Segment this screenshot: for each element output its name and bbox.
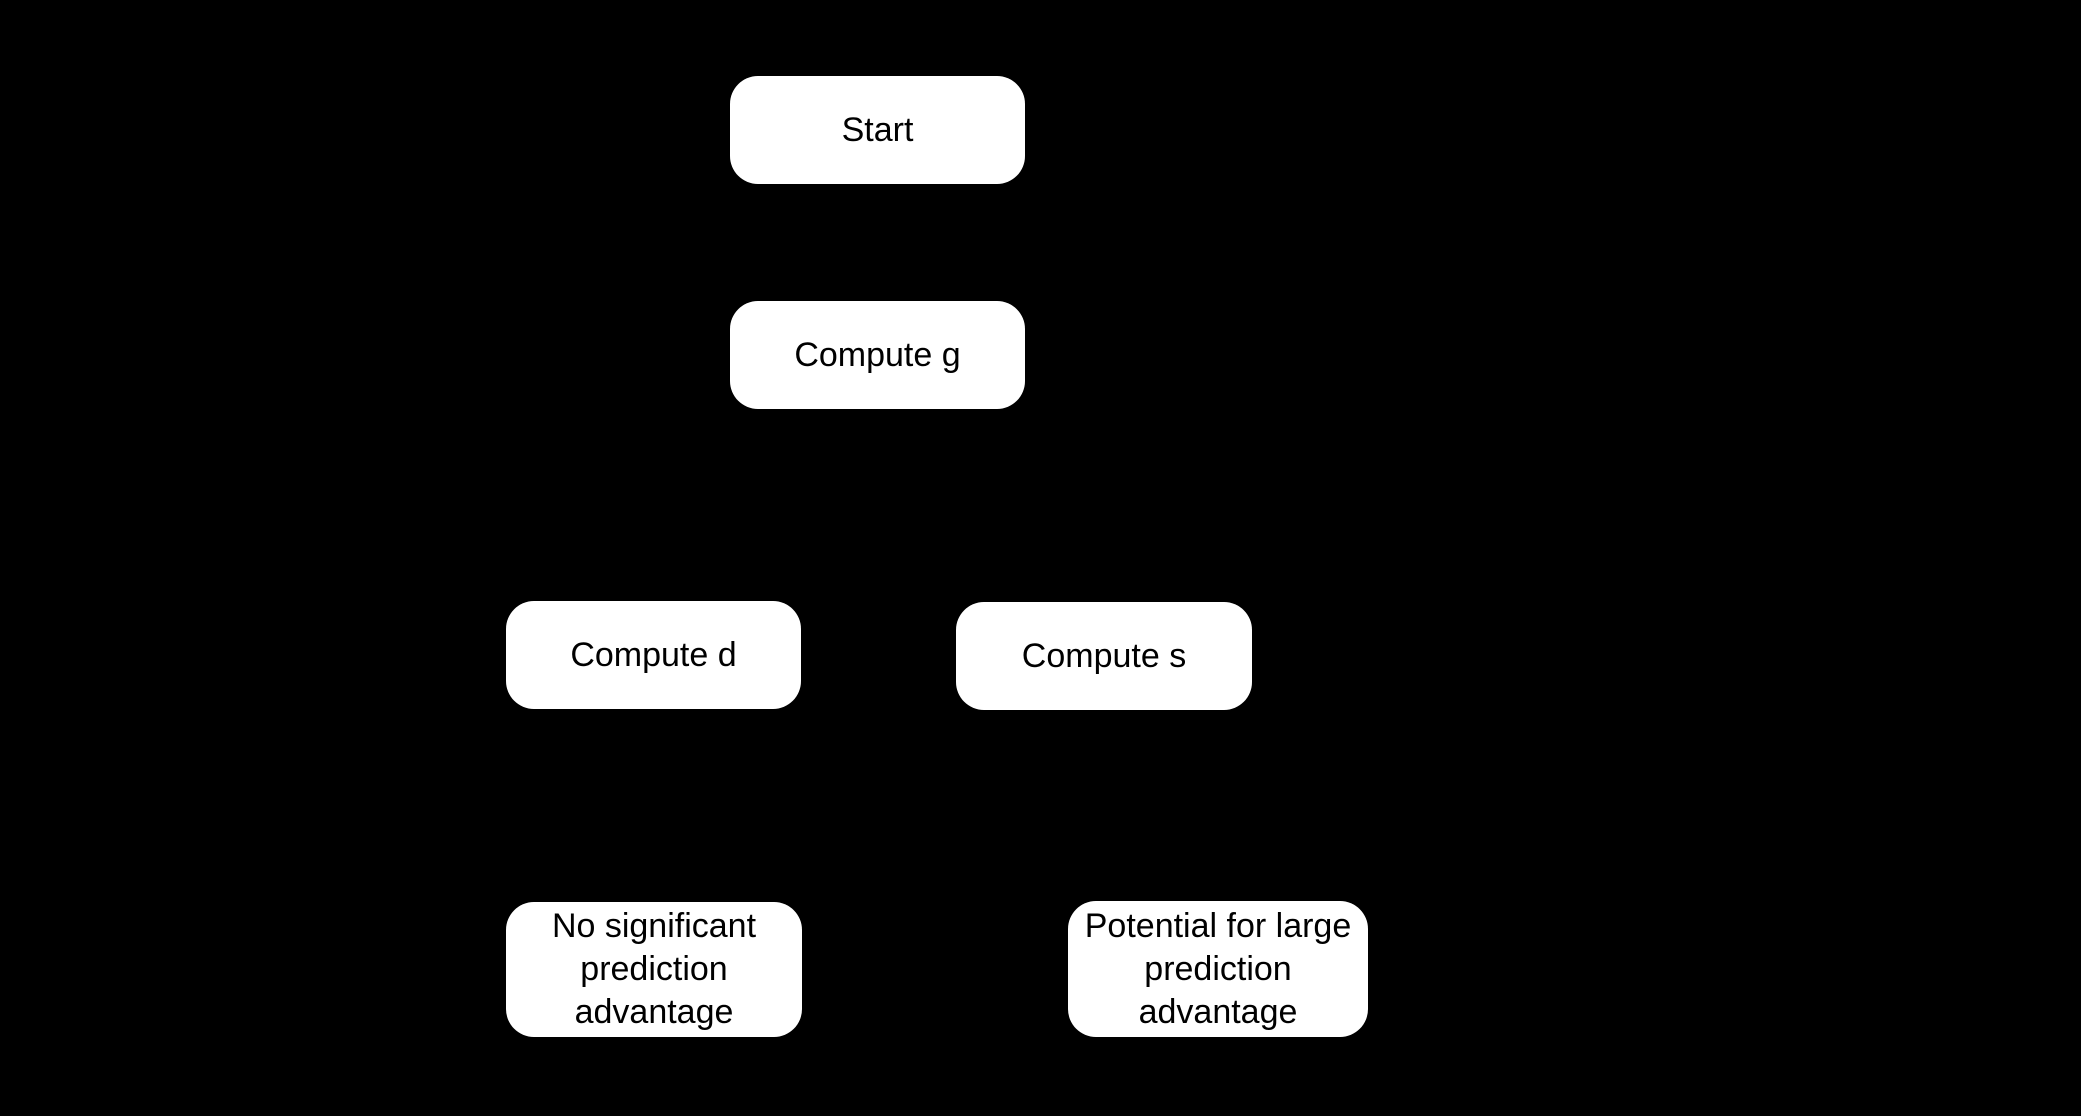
- compute-d-node: Compute d: [506, 601, 801, 709]
- compute-s-node-label: Compute s: [1021, 636, 1187, 675]
- compute-d-node-label: Compute d: [570, 635, 737, 674]
- compute-g-node-label: Compute g: [794, 335, 961, 374]
- potential-large-advantage-node-label: Potential for large prediction advantage: [1084, 906, 1352, 1031]
- potential-large-advantage-node: Potential for large prediction advantage: [1068, 901, 1368, 1037]
- start-node: Start: [730, 76, 1025, 184]
- no-significant-advantage-node-label: No significant prediction advantage: [551, 907, 757, 1031]
- compute-g-node: Compute g: [730, 301, 1025, 409]
- start-node-label: Start: [841, 110, 914, 149]
- no-significant-advantage-node: No significant prediction advantage: [506, 902, 802, 1037]
- compute-s-node: Compute s: [956, 602, 1252, 710]
